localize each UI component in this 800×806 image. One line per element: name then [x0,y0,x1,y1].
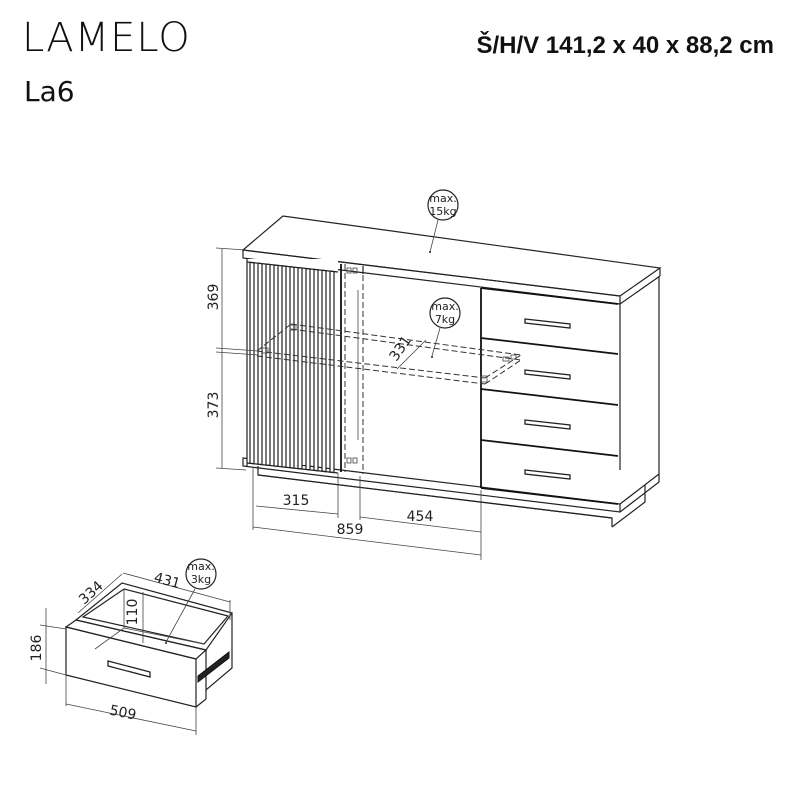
overall-dimensions: Š/H/V 141,2 x 40 x 88,2 cm [476,32,774,59]
drawer-handle-2 [524,369,571,380]
glass-door-frame [340,264,364,474]
drawer-front-width-label: 509 [108,702,137,723]
compartment-width-label: 859 [337,522,364,538]
slatted-door [246,258,339,474]
drawer-drawing: max. 3kg 334 431 110 186 509 [29,558,233,735]
door-slat [273,264,279,468]
inner-shelf [256,323,522,385]
height-dimensions: 369 373 [206,247,259,471]
drawer-load-label-2: 3kg [191,573,211,586]
door-slat [265,263,271,467]
shelf-load-label-2: 7kg [435,313,455,326]
drawer-fronts [480,287,619,505]
lower-height-label: 373 [206,392,222,419]
door-slat [297,266,303,470]
right-door-width-label: 454 [407,509,434,525]
top-load-bubble: max. 15kg [427,189,459,253]
door-slat [257,262,263,466]
top-load-label-1: max. [429,192,456,205]
shelf-depth-dimension: 331 [387,333,427,370]
door-slat [321,269,327,473]
drawer-handle-3 [524,419,571,430]
door-slat [281,265,287,468]
door-slat [329,270,335,474]
door-slat [305,267,311,471]
product-name: LAMELO [22,15,191,61]
drawer-handle-1 [524,318,571,329]
drawer-handle-4 [524,469,571,480]
shelf-load-label-1: max. [431,300,458,313]
door-slat [249,261,255,465]
top-load-label-2: 15kg [429,205,456,218]
drawer-inner-width-label: 431 [152,570,182,592]
left-door-width-label: 315 [283,493,310,509]
drawer-inner-height-label: 110 [125,599,141,626]
door-slat [313,268,319,472]
drawer-handle [107,660,151,678]
door-slat [289,266,295,469]
shelf-load-bubble: max. 7kg [429,297,461,358]
upper-height-label: 369 [206,284,222,311]
sideboard-drawing: max. 15kg max. 7kg 369 373 331 [206,189,662,560]
drawer-front-height-label: 186 [29,635,45,662]
model-code: La6 [24,75,75,108]
width-dimensions: 315 454 859 [252,467,482,560]
drawer-load-label-1: max. [187,560,214,573]
